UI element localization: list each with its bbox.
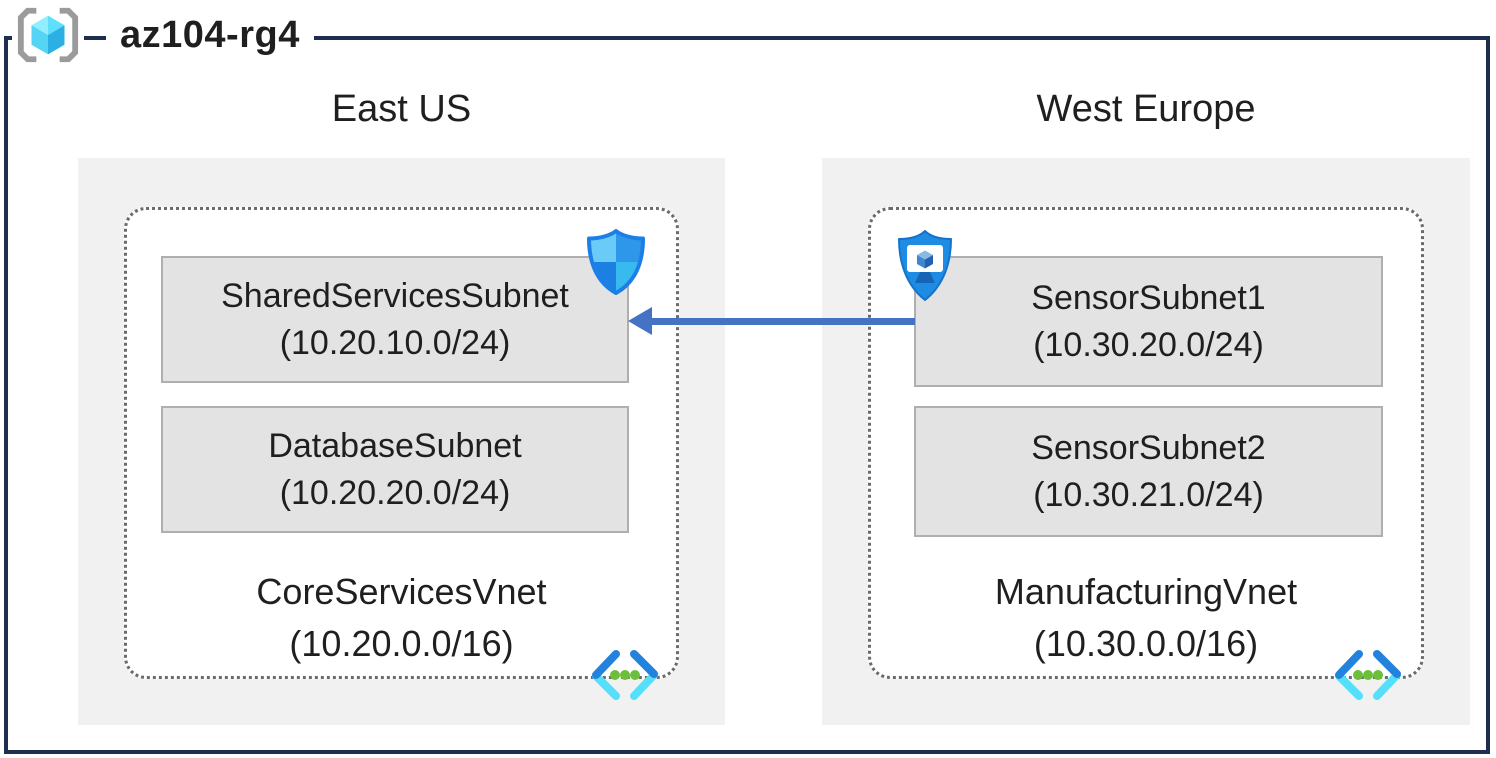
region-heading-west-europe: West Europe	[1036, 88, 1256, 130]
subnet-cidr: (10.20.10.0/24)	[279, 323, 511, 362]
subnet-cidr: (10.20.20.0/24)	[279, 473, 511, 512]
subnet-cidr: (10.30.20.0/24)	[1033, 325, 1264, 364]
virtual-network-icon	[589, 650, 661, 700]
resource-group-name: az104-rg4	[106, 4, 314, 66]
region-heading-east-us: East US	[331, 88, 472, 130]
peering-arrow-head	[628, 307, 652, 335]
subnet-sensor1: SensorSubnet1 (10.30.20.0/24)	[914, 256, 1383, 387]
vnet-cidr: (10.20.0.0/16)	[289, 623, 514, 665]
resource-group-frame	[4, 36, 1490, 754]
resource-group-icon	[12, 4, 84, 66]
virtual-network-icon	[1332, 650, 1404, 700]
vnet-label-manufacturing: ManufacturingVnet (10.30.0.0/16)	[868, 566, 1424, 670]
subnet-database: DatabaseSubnet (10.20.20.0/24)	[161, 406, 629, 533]
subnet-cidr: (10.30.21.0/24)	[1033, 475, 1264, 514]
subnet-name: SensorSubnet2	[1031, 428, 1266, 467]
subnet-sensor2: SensorSubnet2 (10.30.21.0/24)	[914, 406, 1383, 537]
vnet-label-coreservices: CoreServicesVnet (10.20.0.0/16)	[124, 566, 679, 670]
resource-group-title: az104-rg4	[12, 4, 314, 66]
subnet-name: SensorSubnet1	[1031, 278, 1266, 317]
defender-shield-icon	[583, 228, 649, 296]
subnet-name: SharedServicesSubnet	[221, 276, 569, 315]
vnet-name: ManufacturingVnet	[994, 571, 1298, 612]
vnet-cidr: (10.30.0.0/16)	[1033, 623, 1259, 665]
peering-arrow-line	[650, 318, 915, 325]
subnet-sharedservices: SharedServicesSubnet (10.20.10.0/24)	[161, 256, 629, 383]
monitor-shield-icon	[894, 228, 956, 306]
vnet-name: CoreServicesVnet	[256, 571, 547, 612]
subnet-name: DatabaseSubnet	[268, 426, 522, 465]
